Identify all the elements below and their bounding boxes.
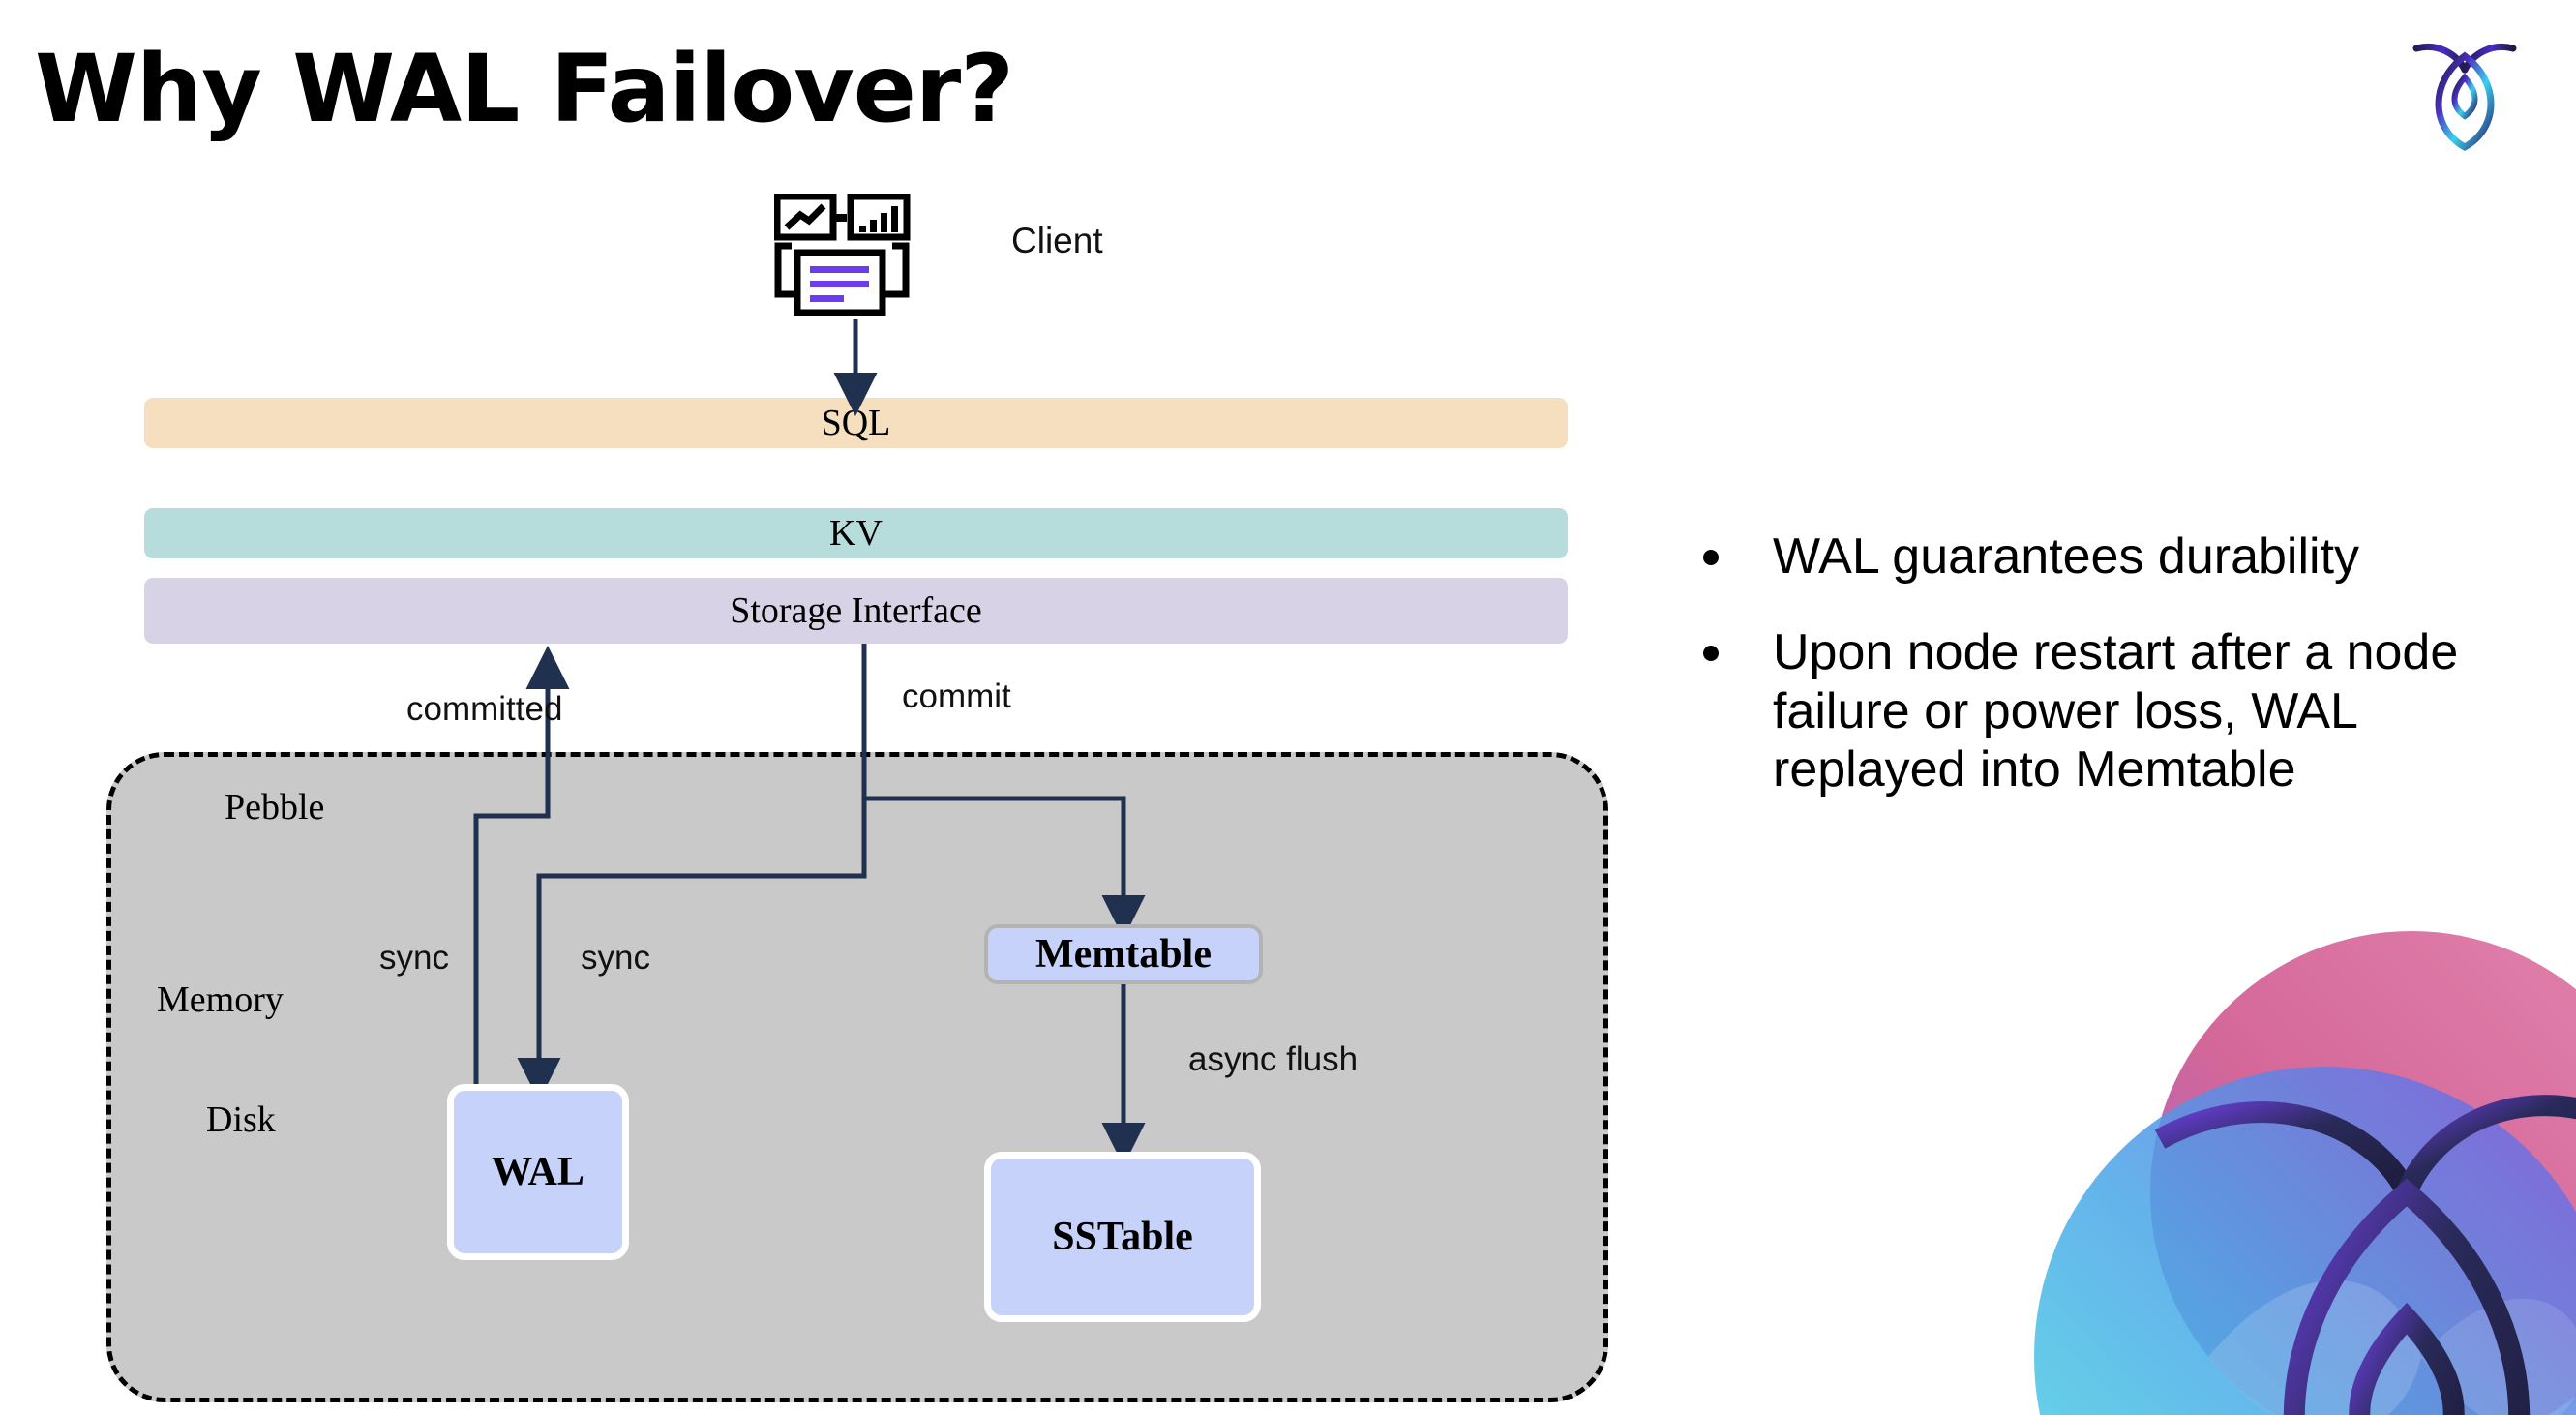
node-sstable[interactable]: SSTable (984, 1152, 1261, 1322)
node-wal[interactable]: WAL (447, 1084, 629, 1260)
disk-label: Disk (206, 1099, 276, 1140)
layer-bar-storage-interface: Storage Interface (144, 578, 1568, 644)
client-dashboard-icon (773, 193, 929, 319)
node-memtable[interactable]: Memtable (984, 924, 1263, 984)
node-label-memtable: Memtable (1035, 932, 1212, 977)
decorative-circles-graphic (1918, 902, 2576, 1415)
cockroachdb-logo-icon (2407, 27, 2523, 153)
page-title: Why WAL Failover? (35, 35, 1014, 143)
pebble-label: Pebble (225, 787, 325, 828)
list-item: WAL guarantees durability (1703, 527, 2506, 587)
bullet-dot-icon (1703, 645, 1719, 661)
bullet-list: WAL guarantees durability Upon node rest… (1703, 527, 2506, 836)
bullet-dot-icon (1703, 550, 1719, 565)
node-label-wal: WAL (492, 1150, 584, 1194)
memory-label: Memory (157, 979, 284, 1020)
edge-label-committed: committed (406, 690, 563, 728)
layer-bar-sql: SQL (144, 398, 1568, 448)
layer-label-kv: KV (829, 513, 883, 554)
client-label: Client (1011, 221, 1103, 260)
node-label-sstable: SSTable (1052, 1215, 1193, 1259)
layer-bar-kv: KV (144, 508, 1568, 558)
pebble-container (106, 752, 1608, 1402)
edge-label-sync-1: sync (379, 939, 449, 977)
layer-label-sql: SQL (821, 403, 891, 443)
edge-label-async-flush: async flush (1188, 1040, 1359, 1078)
edge-label-sync-2: sync (581, 939, 650, 977)
bullet-text: Upon node restart after a node failure o… (1773, 623, 2459, 798)
layer-label-storage-interface: Storage Interface (730, 590, 982, 631)
list-item: Upon node restart after a node failure o… (1703, 623, 2506, 799)
bullet-text: WAL guarantees durability (1773, 528, 2360, 585)
edge-label-commit: commit (902, 677, 1011, 715)
